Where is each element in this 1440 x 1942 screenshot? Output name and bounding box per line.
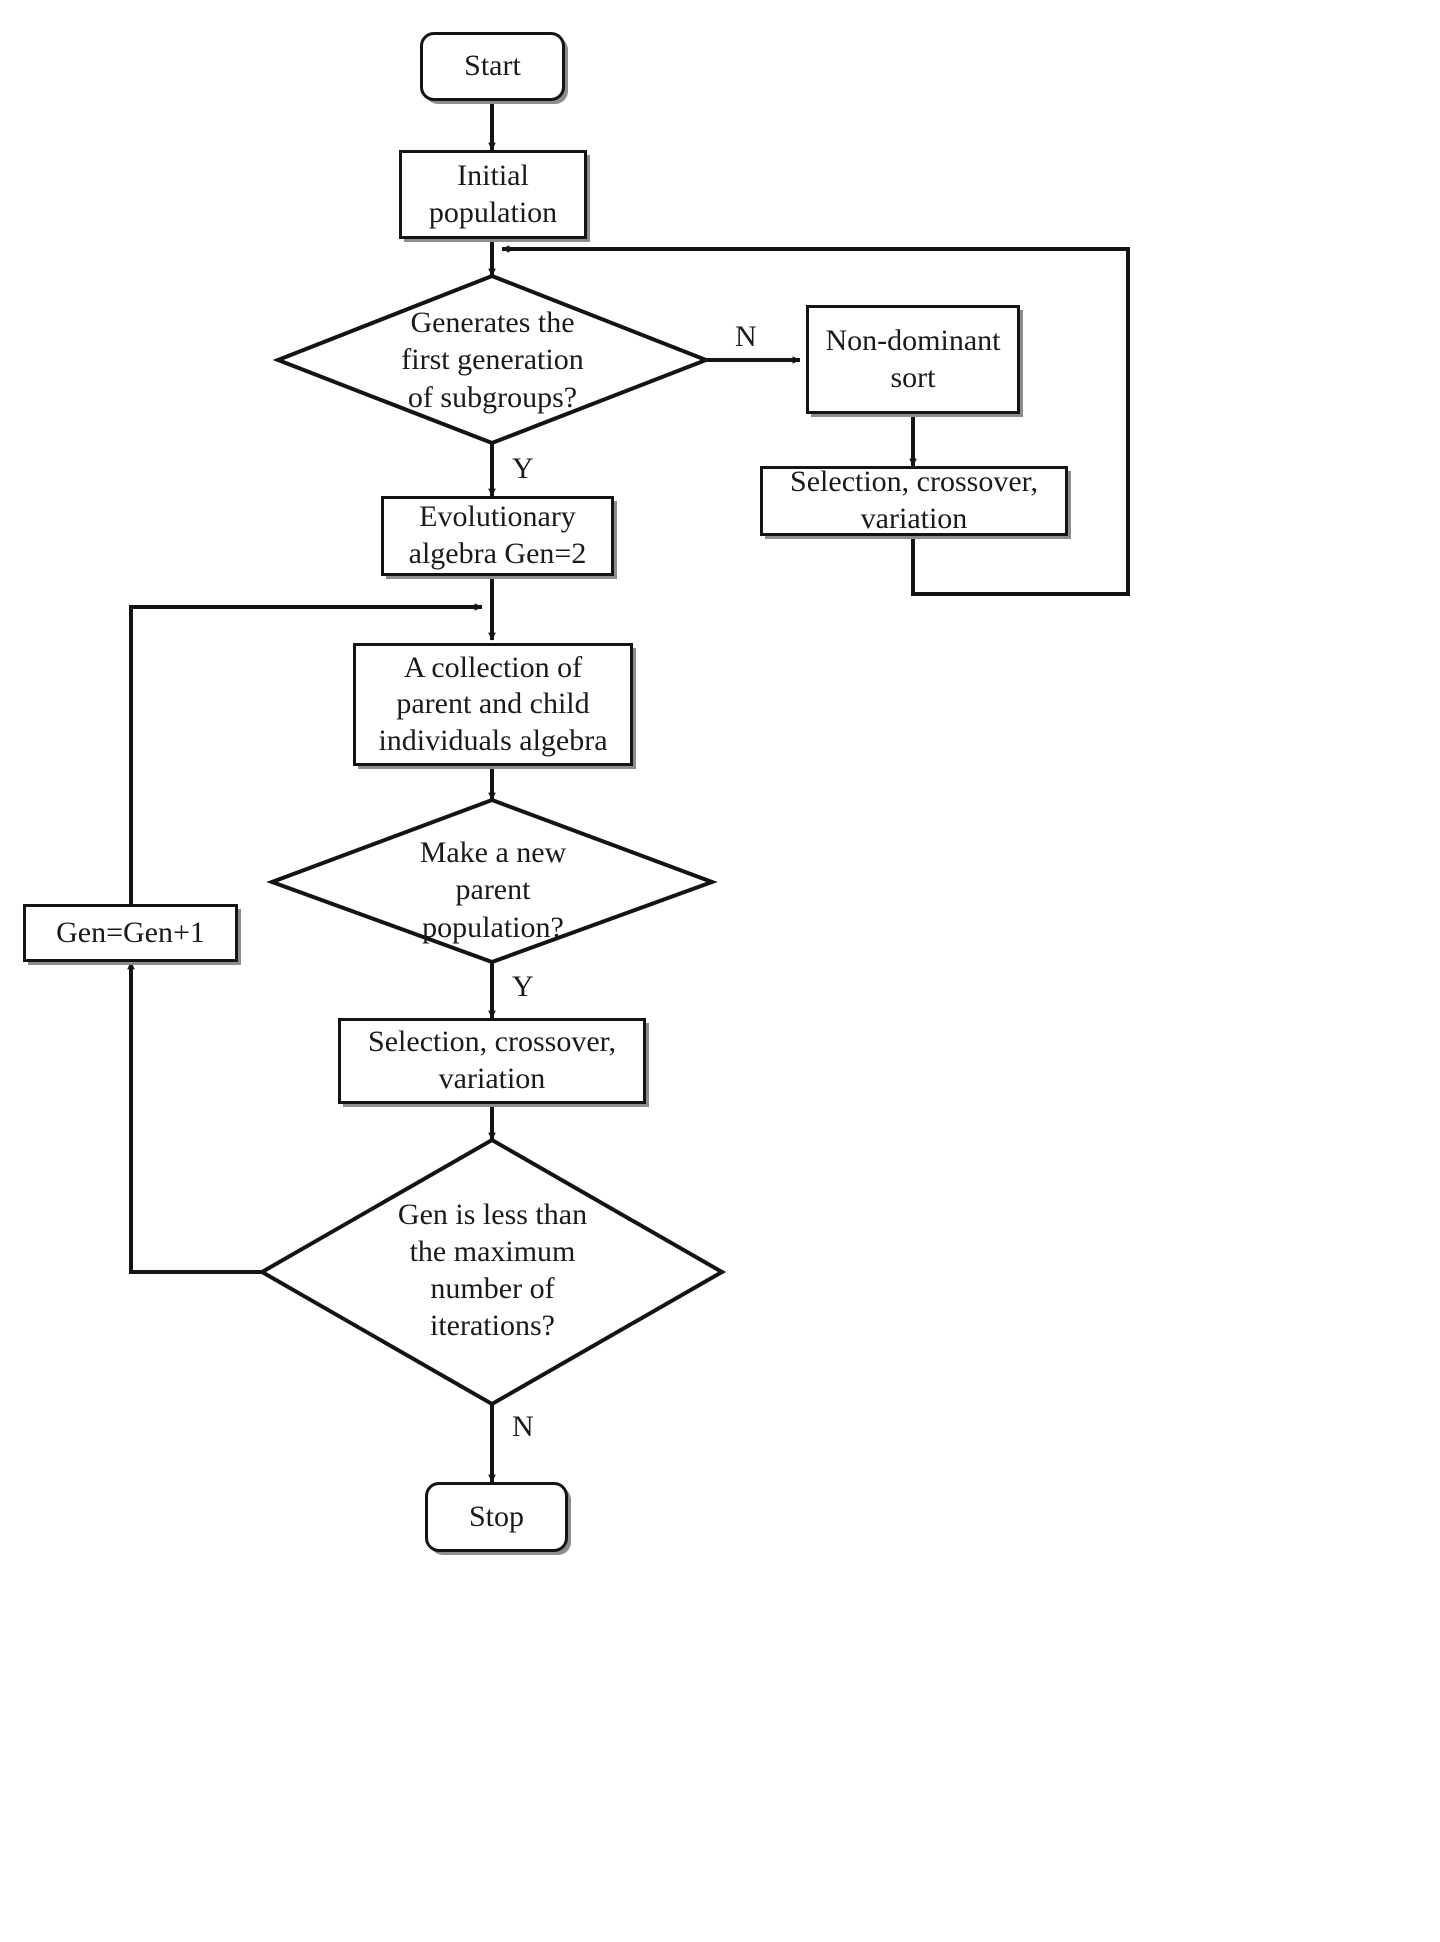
node-gen-increment-label: Gen=Gen+1 (56, 915, 205, 949)
node-initial-population[interactable]: Initial population (399, 150, 587, 239)
decision2-shape (266, 797, 718, 965)
edge-label-make-new-parent-yes: Y (512, 970, 534, 1003)
node-first-generation-decision-label: Generates the first generation of subgro… (401, 306, 584, 414)
node-collection-parent-child[interactable]: A collection of parent and child individ… (353, 643, 633, 766)
node-selection-crossover-variation-main-label: Selection, crossover, variation (368, 1025, 616, 1095)
node-initial-population-label: Initial population (428, 158, 558, 229)
edge-decision3-to-gen-increment (127, 961, 264, 1274)
node-start[interactable]: Start (420, 32, 565, 101)
edge-label-first-generation-yes: Y (512, 452, 534, 485)
decision1-shape (272, 273, 712, 446)
node-gen-less-than-max-decision-label: Gen is less than the maximum number of i… (397, 1197, 588, 1343)
node-selection-crossover-variation-right-label: Selection, crossover, variation (790, 465, 1038, 535)
node-selection-crossover-variation-right[interactable]: Selection, crossover, variation (760, 465, 1068, 536)
node-make-new-parent-decision-label: Make a new parent population? (419, 836, 567, 944)
edge-label-gen-less-than-max-no: N (512, 1410, 534, 1443)
node-selection-crossover-variation-main[interactable]: Selection, crossover, variation (338, 1018, 646, 1104)
node-evolutionary-algebra-label: Evolutionary algebra Gen=2 (408, 500, 587, 570)
node-evolutionary-algebra[interactable]: Evolutionary algebra Gen=2 (381, 496, 614, 576)
node-non-dominant-sort[interactable]: Non-dominant sort (806, 305, 1020, 414)
node-gen-increment[interactable]: Gen=Gen+1 (23, 904, 238, 962)
node-collection-parent-child-label: A collection of parent and child individ… (378, 650, 608, 757)
node-non-dominant-sort-label: Non-dominant sort (825, 323, 1001, 394)
decision3-shape (257, 1137, 727, 1407)
node-stop-label: Stop (468, 1499, 525, 1533)
edge-label-first-generation-no: N (735, 320, 757, 353)
node-stop[interactable]: Stop (425, 1482, 568, 1552)
node-start-label: Start (464, 49, 521, 83)
